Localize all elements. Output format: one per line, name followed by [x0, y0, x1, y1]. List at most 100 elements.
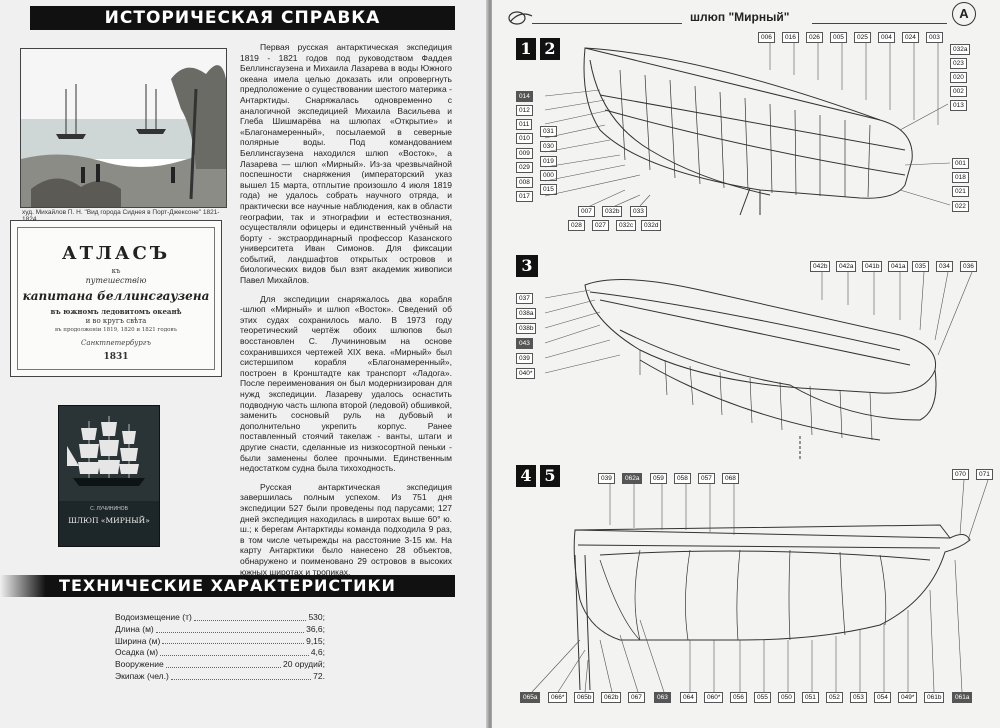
part-label: 054 — [874, 692, 891, 703]
part-label: 018 — [952, 172, 969, 183]
part-label: 040* — [516, 368, 536, 379]
part-label: 008 — [516, 177, 533, 188]
part-label: 031 — [540, 126, 557, 137]
spec-value: 4,6; — [310, 647, 325, 658]
sheet-letter-badge: A — [952, 2, 976, 26]
part-label: 020 — [950, 72, 967, 83]
part-label: 032d — [641, 220, 662, 231]
left-page: ИСТОРИЧЕСКАЯ СПРАВКА худ. Михайлов П. Н.… — [0, 0, 488, 728]
spec-label: Водоизмещение (т) — [115, 612, 192, 622]
spec-row: Экипаж (чел.) 72. — [115, 671, 325, 683]
part-label: 032c — [616, 220, 637, 231]
part-label: 071 — [976, 469, 993, 480]
part-label: 005 — [830, 32, 847, 43]
part-label: 034 — [936, 261, 953, 272]
sydney-painting — [20, 48, 227, 208]
part-label: 051 — [802, 692, 819, 703]
atlas-cover: АТЛАСЪ къ путешествію капитана беллинсга… — [10, 220, 222, 377]
tech-specs-banner: ТЕХНИЧЕСКИЕ ХАРАКТЕРИСТИКИ — [0, 575, 455, 597]
part-label: 014 — [516, 91, 533, 102]
part-label: 056 — [730, 692, 747, 703]
part-label: 061b — [924, 692, 945, 703]
part-label: 003 — [926, 32, 943, 43]
header-rule-right — [812, 23, 947, 24]
part-label: 042a — [836, 261, 857, 272]
painting-illustration — [21, 49, 226, 207]
part-label: 002 — [950, 86, 967, 97]
atlas-line-4: въ южномъ ледовитомъ океанѣ — [50, 307, 182, 316]
part-label: 038b — [516, 323, 537, 334]
spec-label: Длина (м) — [115, 623, 154, 634]
atlas-title: АТЛАСЪ — [61, 243, 171, 264]
spec-value: 9,15; — [306, 635, 325, 646]
part-label: 001 — [952, 158, 969, 169]
part-label: 067 — [628, 692, 645, 703]
right-page — [492, 0, 1000, 728]
part-label: 038a — [516, 308, 537, 319]
part-label: 023 — [950, 58, 967, 69]
part-label: 065a — [520, 692, 541, 703]
atlas-line-6: въ продолженіи 1819, 1820 и 1821 годовъ — [54, 327, 178, 333]
painting-caption: худ. Михайлов П. Н. "Вид города Сиднея в… — [22, 209, 220, 223]
part-label: 029 — [516, 162, 533, 173]
spec-label: Ширина (м) — [115, 635, 161, 646]
part-label: 033 — [630, 206, 647, 217]
atlas-line-5: и во кругъ свѣта — [85, 317, 147, 325]
part-label: 028 — [568, 220, 585, 231]
step-number-5: 5 — [540, 465, 560, 487]
part-label: 058 — [674, 473, 691, 484]
spec-row: Ширина (м) 9,15; — [115, 636, 325, 648]
part-label: 055 — [754, 692, 771, 703]
spec-label: Осадка (м) — [115, 647, 159, 658]
part-label: 063 — [654, 692, 671, 703]
page-gutter — [486, 0, 494, 728]
part-label: 057 — [698, 473, 715, 484]
atlas-year: 1831 — [103, 352, 129, 362]
part-label: 009 — [516, 148, 533, 159]
part-label: 017 — [516, 191, 533, 202]
part-label: 037 — [516, 293, 533, 304]
part-label: 021 — [952, 186, 969, 197]
spec-value: 20 орудий; — [283, 659, 325, 670]
step-number-3: 3 — [516, 255, 538, 277]
history-text: Первая русская антарктическая экспедиция… — [240, 42, 452, 585]
part-label: 043 — [516, 338, 533, 349]
spec-value: 530; — [308, 612, 325, 622]
book-ship-illustration — [59, 406, 159, 501]
part-label: 026 — [806, 32, 823, 43]
header-rule-left — [532, 23, 682, 24]
spec-value: 72. — [313, 670, 325, 681]
part-label: 013 — [950, 100, 967, 111]
part-label: 015 — [540, 184, 557, 195]
spec-row: Длина (м) 36,6; — [115, 624, 325, 636]
spec-row: Вооружение 20 орудий; — [115, 659, 325, 671]
tech-specs-table: Водоизмещение (т) 530; Длина (м) 36,6; Шир… — [115, 612, 325, 683]
part-label: 032a — [950, 44, 971, 55]
part-label: 039 — [516, 353, 533, 364]
part-label: 027 — [592, 220, 609, 231]
part-label: 050 — [778, 692, 795, 703]
spec-label: Экипаж (чел.) — [115, 670, 169, 681]
part-label: 025 — [854, 32, 871, 43]
part-label: 068 — [722, 473, 739, 484]
part-label: 059 — [650, 473, 667, 484]
history-paragraph-3: Русская антарктическая экспедиция заверш… — [240, 481, 452, 577]
part-label: 062a — [622, 473, 643, 484]
spec-label: Вооружение — [115, 659, 164, 670]
spec-value: 36,6; — [306, 623, 325, 634]
part-label: 042b — [810, 261, 831, 272]
part-label: 032b — [602, 206, 623, 217]
part-label: 049* — [898, 692, 918, 703]
part-label: 012 — [516, 105, 533, 116]
part-label: 022 — [952, 201, 969, 212]
sheet-title: шлюп "Мирный" — [690, 10, 790, 24]
part-label: 010 — [516, 133, 533, 144]
atlas-line-1: къ — [111, 267, 121, 275]
spec-row: Осадка (м) 4,6; — [115, 647, 325, 659]
part-label: 036 — [960, 261, 977, 272]
part-label: 000 — [540, 170, 557, 181]
part-label: 004 — [878, 32, 895, 43]
part-label: 041b — [862, 261, 883, 272]
part-label: 065b — [574, 692, 595, 703]
